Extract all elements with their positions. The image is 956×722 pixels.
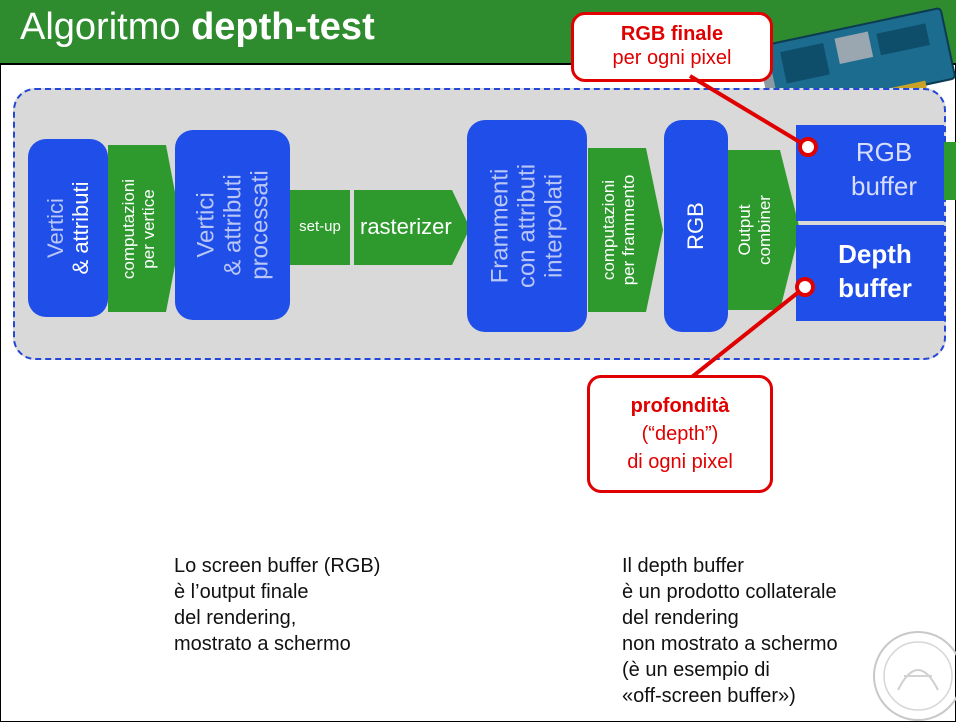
depth-buffer-line1: Depth [838, 239, 912, 269]
rgb-final-callout: RGB finale per ogni pixel [571, 12, 773, 82]
setup-label: set-up [299, 218, 341, 235]
note-right-line6: «off-screen buffer») [622, 685, 796, 707]
output-edge-arrow [944, 142, 956, 200]
note-right-line1: Il depth buffer [622, 555, 744, 577]
rasterizer-arrow [354, 190, 470, 265]
stage-rgb: RGB [664, 120, 728, 332]
depth-callout-line3: di ogni pixel [627, 451, 733, 473]
rgb-callout-connector [688, 74, 810, 149]
note-right-line4: non mostrato a schermo [622, 633, 838, 655]
rgb-buffer: RGB buffer [796, 125, 944, 221]
depth-callout: profondità (“depth”) di ogni pixel [587, 375, 773, 493]
note-depth-buffer: Il depth buffer è un prodotto collateral… [622, 553, 838, 709]
rgb-buffer-dot [798, 137, 818, 157]
note-right-line5: (è un esempio di [622, 659, 770, 681]
setup-box [290, 190, 350, 265]
vertex-compute-arrow [108, 145, 182, 312]
stage-fragments: Frammenti con attributi interpolati [467, 120, 587, 332]
note-left-line1: Lo screen buffer (RGB) [174, 555, 381, 577]
depth-callout-line2: (“depth”) [641, 423, 719, 445]
slide-title: Algoritmo depth-test [20, 6, 375, 49]
rgb-final-callout-line2: per ogni pixel [612, 47, 732, 69]
note-right-line2: è un prodotto collaterale [622, 581, 837, 603]
note-left-line2: è l’output finale [174, 581, 309, 603]
rasterizer-label: rasterizer [360, 214, 452, 239]
rgb-buffer-line1: RGB [855, 137, 913, 167]
title-normal-part: Algoritmo [20, 6, 192, 48]
note-left-line4: mostrato a schermo [174, 633, 351, 655]
note-right-line3: del rendering [622, 607, 739, 629]
depth-buffer: Depth buffer [796, 225, 944, 321]
rgb-buffer-line2: buffer [850, 171, 917, 201]
title-bold-part: depth-test [191, 6, 375, 48]
depth-buffer-dot [795, 277, 815, 297]
note-left-line3: del rendering, [174, 607, 297, 629]
output-combiner-arrow [727, 150, 800, 310]
note-screen-buffer: Lo screen buffer (RGB) è l’output finale… [174, 553, 380, 657]
depth-buffer-line2: buffer [838, 273, 912, 303]
depth-callout-connector [676, 285, 807, 390]
depth-callout-line1: profondità [630, 395, 730, 417]
fragment-compute-arrow [588, 148, 663, 312]
rgb-final-callout-line1: RGB finale [620, 23, 724, 45]
stage-input-vertices: Vertici & attributi [28, 139, 108, 317]
stage-processed-vertices: Vertici & attributi processati [175, 130, 290, 320]
